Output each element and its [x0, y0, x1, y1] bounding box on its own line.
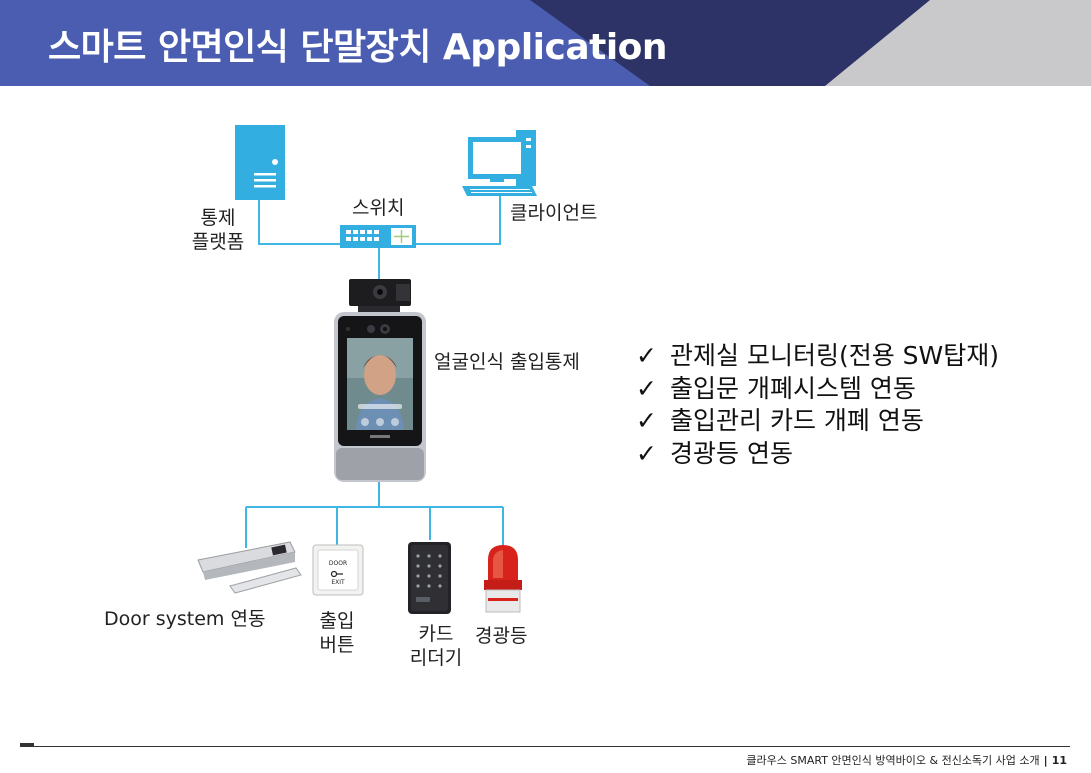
exit-button-icon: DOOR EXIT: [312, 544, 364, 596]
feature-item: ✓ 경광등 연동: [636, 438, 999, 471]
server-label-line2: 플랫폼: [191, 231, 245, 253]
card-reader-label: 카드 리더기: [403, 622, 469, 670]
switch-label: 스위치: [352, 197, 405, 219]
feature-checklist: ✓ 관제실 모니터링(전용 SW탑재) ✓ 출입문 개폐시스템 연동 ✓ 출입관리 카…: [636, 340, 999, 470]
footer: 클라우스 SMART 안면인식 방역바이오 & 전신소독기 사업 소개|11: [746, 752, 1067, 768]
feature-text: 출입관리 카드 개폐 연동: [670, 406, 924, 435]
feature-item: ✓ 출입관리 카드 개폐 연동: [636, 405, 999, 438]
card-reader-label-line1: 카드: [418, 623, 454, 645]
feature-text: 관제실 모니터링(전용 SW탑재): [670, 341, 999, 370]
card-reader-icon: [408, 542, 451, 614]
check-icon: ✓: [636, 373, 657, 403]
footer-divider: [20, 746, 1070, 747]
header-banner: 스마트 안면인식 단말장치 Application: [0, 0, 1091, 86]
beacon-label: 경광등: [475, 625, 528, 647]
exit-button-text-door: DOOR: [329, 560, 347, 567]
feature-text: 출입문 개폐시스템 연동: [670, 373, 916, 403]
exit-button-text-exit: EXIT: [331, 579, 345, 586]
check-icon: ✓: [636, 438, 657, 468]
server-label-line1: 통제: [200, 207, 236, 229]
footer-caption: 클라우스 SMART 안면인식 방역바이오 & 전신소독기 사업 소개: [746, 754, 1040, 767]
footer-accent: [20, 743, 34, 746]
warning-beacon-icon: [484, 545, 522, 613]
check-icon: ✓: [636, 406, 657, 435]
check-icon: ✓: [636, 341, 657, 370]
terminal-label: 얼굴인식 출입통제: [434, 351, 580, 373]
face-terminal-icon: [334, 279, 426, 482]
card-reader-label-line2: 리더기: [409, 647, 463, 669]
header-background: [0, 0, 1091, 86]
page-number: 11: [1051, 754, 1067, 767]
exit-button-label: 출입 버튼: [312, 609, 362, 657]
feature-item: ✓ 출입문 개폐시스템 연동: [636, 373, 999, 406]
footer-separator: |: [1043, 754, 1048, 767]
exit-button-label-line2: 버튼: [319, 634, 355, 656]
server-icon: [235, 125, 285, 200]
client-label: 클라이언트: [510, 202, 598, 224]
door-maglock-icon: [197, 541, 302, 594]
feature-text: 경광등 연동: [670, 438, 793, 468]
exit-button-label-line1: 출입: [319, 610, 355, 632]
feature-item: ✓ 관제실 모니터링(전용 SW탑재): [636, 340, 999, 373]
page-title: 스마트 안면인식 단말장치 Application: [48, 27, 668, 68]
server-label: 통제 플랫폼: [188, 206, 248, 254]
door-system-label: Door system 연동: [104, 608, 266, 630]
connection-lines: [245, 192, 504, 548]
client-pc-icon: [462, 130, 537, 196]
switch-icon: [340, 225, 416, 248]
